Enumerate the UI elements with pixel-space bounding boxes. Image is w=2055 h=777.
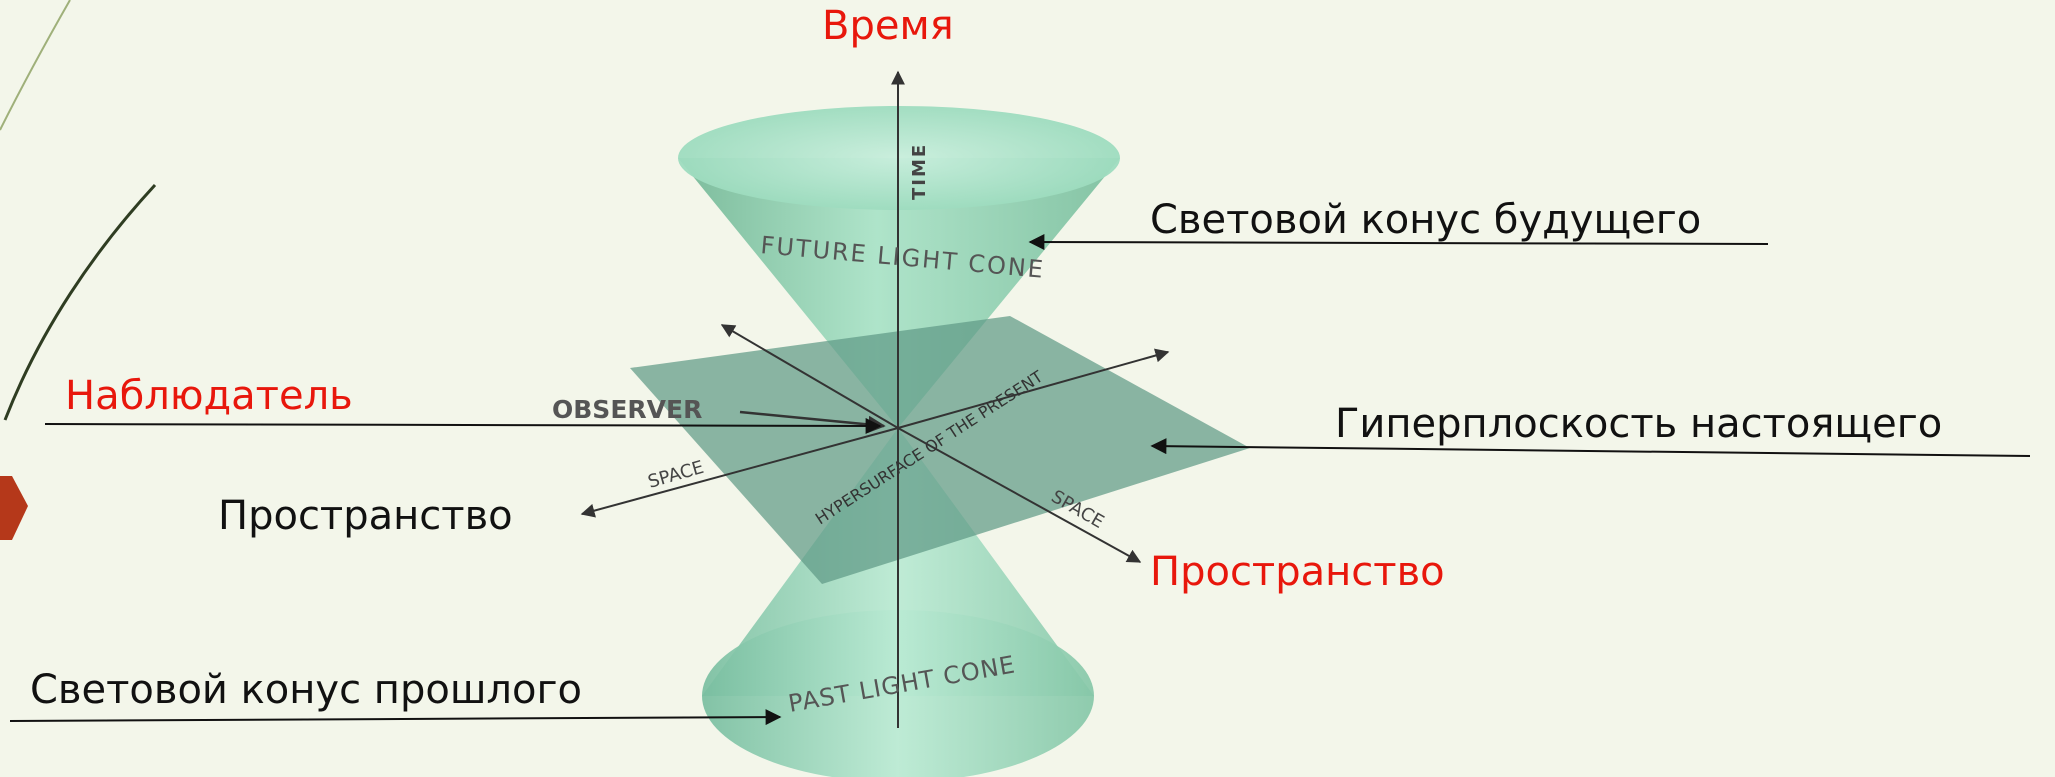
- space-axis-right: [897, 348, 1170, 429]
- decor-arrow-tab: [0, 476, 28, 540]
- hypersurface-plane: [630, 316, 1250, 584]
- arrow-past-cone: [9, 709, 782, 726]
- label-space-right: Пространство: [1150, 549, 1445, 595]
- space-axis-left: [580, 427, 899, 518]
- decor-curve-top: [0, 0, 71, 131]
- label-hypersurface: Гиперплоскость настоящего: [1335, 401, 1943, 447]
- arrow-observer: [44, 417, 882, 434]
- label-past-cone: Световой конус прошлого: [30, 667, 582, 713]
- space-axis-back: [720, 324, 899, 429]
- label-observer: Наблюдатель: [65, 373, 353, 419]
- label-space-left: Пространство: [218, 493, 513, 539]
- figure-label-observer: OBSERVER: [552, 395, 702, 424]
- figure-label-time: TIME: [909, 143, 930, 200]
- decor-curve-stroke: [3, 183, 157, 421]
- arrow-hypersurface: [1150, 438, 2031, 457]
- space-axis-front: [897, 427, 1142, 563]
- observer-pointer: [739, 410, 886, 434]
- label-time: Время: [822, 3, 954, 49]
- arrow-future-cone: [1028, 234, 1769, 251]
- label-future-cone: Световой конус будущего: [1150, 197, 1702, 243]
